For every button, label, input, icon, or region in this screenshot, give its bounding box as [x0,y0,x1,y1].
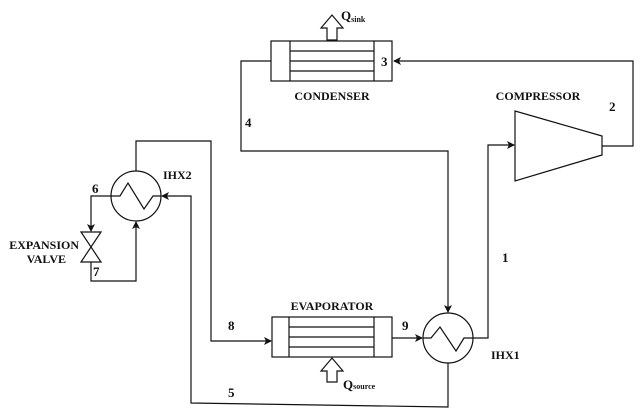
condenser-label: CONDENSER [294,89,370,103]
pipe-8 [135,140,272,345]
state-9: 9 [402,318,409,333]
expansion-valve-label-2: VALVE [27,252,66,266]
expansion-valve [79,231,103,263]
pipe-ihx1-1 [473,141,515,339]
q-sink-label: Qsink [341,8,366,24]
ihx1-label: IHX1 [491,348,520,362]
state-4: 4 [245,115,252,130]
pipe-7 [90,221,140,282]
state-8: 8 [228,318,235,333]
state-7: 7 [93,264,100,279]
evaporator [271,316,393,358]
expansion-valve-label-1: EXPANSION [9,238,79,252]
pipe-3-4 [240,60,452,313]
pipe-6 [87,195,111,232]
state-2: 2 [609,99,616,114]
compressor [514,110,603,182]
ihx2 [110,170,162,222]
condenser [270,40,393,82]
pipe-5 [161,192,449,408]
state-5: 5 [228,385,235,400]
compressor-label: COMPRESSOR [496,89,581,103]
state-6: 6 [92,181,99,196]
pipe-2-3 [393,57,634,147]
state-1: 1 [502,250,509,265]
heat-source-arrow-icon [319,357,345,383]
evaporator-label: EVAPORATOR [291,299,374,313]
q-source-label: Qsource [343,377,376,392]
heat-sink-arrow-icon [319,14,345,41]
ihx1 [422,312,474,364]
ihx2-label: IHX2 [163,168,192,182]
state-3: 3 [381,54,388,69]
